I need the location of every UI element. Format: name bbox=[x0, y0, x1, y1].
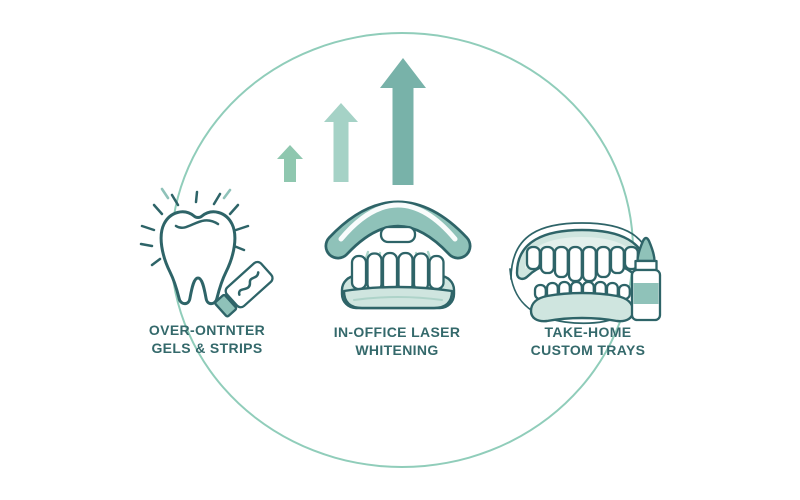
lower-gum bbox=[529, 291, 635, 323]
tray-lip-line bbox=[353, 296, 443, 301]
laser-arch-body bbox=[327, 203, 469, 257]
laser-arch-highlight bbox=[338, 202, 458, 242]
label-home-line2: CUSTOM TRAYS bbox=[530, 341, 646, 358]
label-take-home-trays: TAKE-HOME CUSTOM TRAYS bbox=[483, 324, 693, 359]
tube-cap bbox=[214, 293, 238, 318]
label-otc-line1: OVER-ONTNTER bbox=[148, 322, 266, 338]
gel-bottle bbox=[630, 236, 662, 322]
label-home-line1: TAKE-HOME bbox=[544, 324, 632, 340]
dentures-and-gel-bottle-icon bbox=[509, 222, 662, 325]
tooth-crown-detail bbox=[174, 219, 220, 229]
arrow-large bbox=[380, 58, 426, 185]
label-otc-gels-strips: OVER-ONTNTER GELS & STRIPS bbox=[102, 322, 312, 357]
gel-tube bbox=[214, 260, 274, 318]
bottle-dropper-cap bbox=[636, 236, 656, 263]
bottle-label bbox=[633, 283, 659, 304]
arrow-small bbox=[277, 145, 303, 182]
laser-emitter-notch bbox=[379, 225, 417, 244]
growth-arrows bbox=[277, 58, 426, 185]
label-office-line1: IN-OFFICE LASER bbox=[333, 324, 461, 340]
arrow-medium bbox=[324, 103, 358, 182]
label-office-line2: WHITENING bbox=[355, 341, 439, 358]
tube-squiggle bbox=[237, 271, 260, 296]
upper-teeth-row bbox=[350, 251, 445, 293]
laser-arch-over-teeth-icon bbox=[324, 200, 472, 310]
tooth-sparkle-and-gel-tube-icon bbox=[139, 187, 274, 318]
upper-teeth-row bbox=[525, 245, 639, 283]
tooth-outline bbox=[159, 210, 237, 306]
label-in-office-laser: IN-OFFICE LASER WHITENING bbox=[292, 324, 502, 359]
label-otc-line2: GELS & STRIPS bbox=[151, 339, 263, 356]
bottle-neck bbox=[634, 259, 658, 272]
